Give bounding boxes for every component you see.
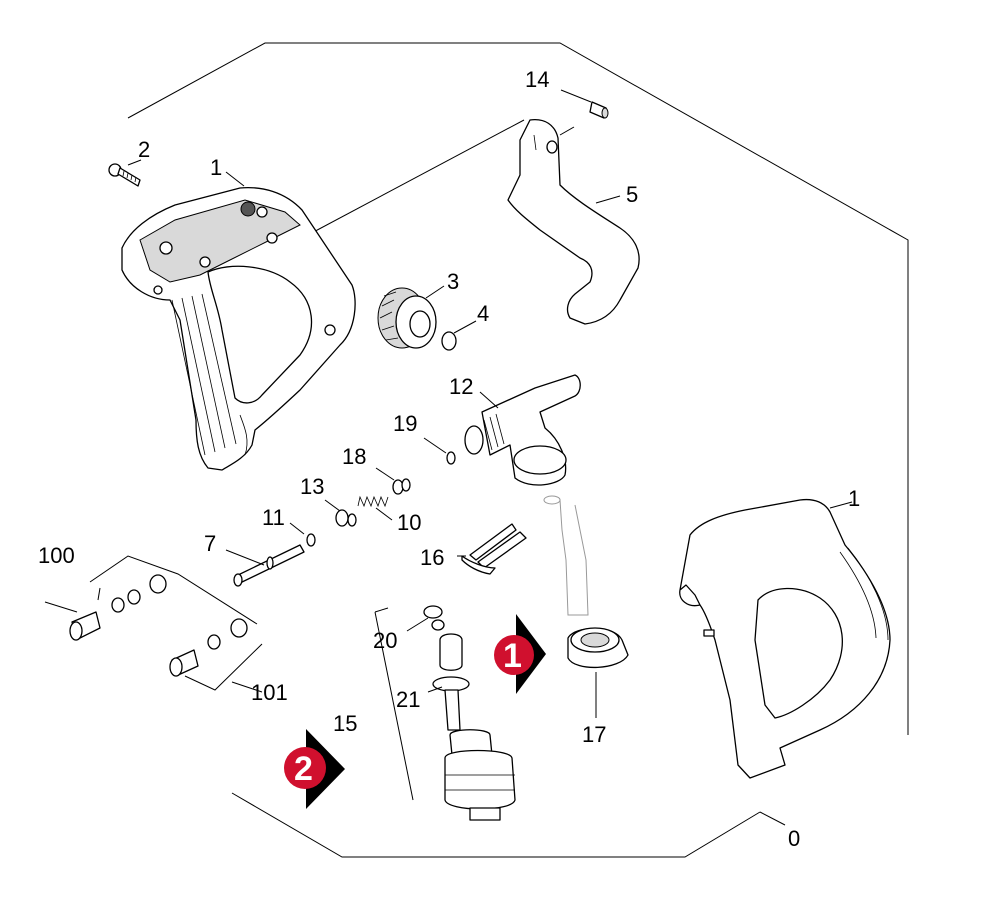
part-14-pin (589, 101, 609, 119)
callout-17: 17 (582, 722, 606, 747)
step-marker-2-number: 2 (294, 750, 313, 788)
part-2-screw (108, 163, 141, 187)
callout-5: 5 (626, 182, 638, 207)
step-marker-1-number: 1 (503, 637, 522, 675)
callout-15: 15 (333, 711, 357, 736)
callout-labels: 0 1 1 2 3 4 5 7 10 11 12 13 14 15 16 17 … (38, 67, 860, 851)
part-17-nut (567, 627, 629, 669)
callout-0: 0 (788, 826, 800, 851)
callout-1-top: 1 (210, 155, 222, 180)
part-7-valve-pin (233, 544, 305, 587)
kit-101 (169, 618, 263, 693)
callout-19: 19 (393, 411, 417, 436)
part-12-valve-body (464, 374, 581, 486)
callout-11: 11 (262, 505, 285, 530)
step-marker-2: 2 (284, 729, 345, 809)
callout-4: 4 (477, 301, 489, 326)
part-5-trigger (507, 119, 640, 325)
part-13-washer (335, 509, 357, 527)
callout-21: 21 (396, 687, 420, 712)
valve-stem-ghost (543, 495, 589, 616)
callout-1-right: 1 (848, 486, 860, 511)
part-19-o-ring (446, 451, 456, 465)
part-18-seal (392, 478, 411, 495)
callout-20: 20 (373, 628, 397, 653)
callout-2: 2 (138, 137, 150, 162)
part-1-housing-right (679, 498, 891, 779)
callout-18: 18 (342, 444, 366, 469)
step-marker-1: 1 (494, 614, 546, 694)
part-1-housing-left (121, 186, 356, 471)
kit-100 (44, 555, 258, 641)
part-3-adjusting-wheel (377, 287, 437, 349)
step-marker-1-circle (494, 635, 534, 675)
assembly-boundary (127, 42, 909, 858)
callout-12: 12 (449, 374, 473, 399)
callout-14: 14 (525, 67, 549, 92)
callout-16: 16 (420, 545, 444, 570)
part-15-cartridge (374, 605, 516, 821)
callout-101: 101 (251, 680, 288, 705)
callout-3: 3 (447, 269, 459, 294)
leader-lines (127, 89, 853, 718)
callout-13: 13 (300, 474, 324, 499)
part-4-o-ring (441, 331, 457, 351)
part-11-o-ring (306, 533, 316, 547)
step-marker-2-circle (284, 747, 326, 789)
callout-100: 100 (38, 543, 75, 568)
callout-10: 10 (397, 510, 421, 535)
callout-7: 7 (204, 531, 216, 556)
part-10-spring (357, 495, 389, 508)
part-16-clip (461, 523, 527, 575)
